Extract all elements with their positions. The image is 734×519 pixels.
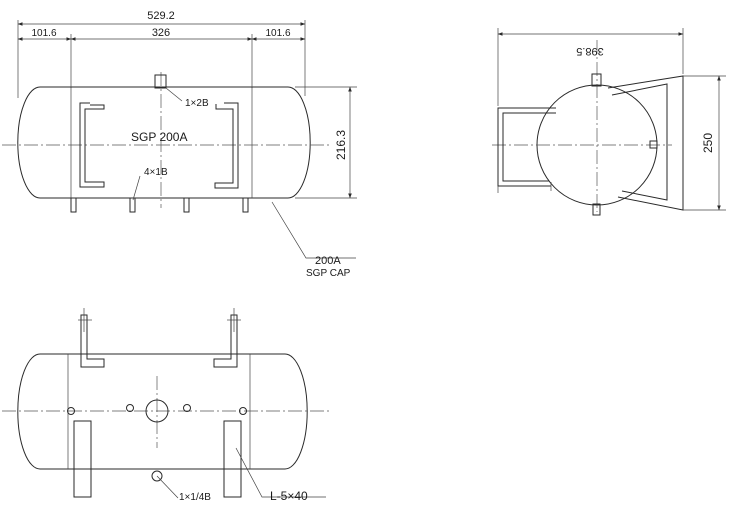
top-nozzle-leader [165,87,183,102]
angle-size-label: L-5×40 [270,489,308,503]
right-saddle-support [214,102,239,189]
overall-length-label: 529.2 [147,10,175,22]
cap-material-label: SGP CAP [306,268,351,279]
front-dimensions [17,20,357,199]
side-right-nozzle [649,140,658,149]
side-dimensions [497,28,726,211]
front-view: 529.2 101.6 326 101.6 SGP 200A 1×2B 4×1B… [2,10,357,279]
side-top-nozzle [591,73,602,87]
plan-top-nozzle [145,399,169,423]
vessel-shell-outline [17,86,311,199]
angle-leader-line [235,447,326,498]
side-width-label: 398.5 [576,45,604,57]
cap-leader-line [271,201,356,259]
plan-left-upper-bracket [80,314,105,368]
bottom-nozzles [70,197,249,213]
bottom-nozzles-label: 4×1B [144,167,168,178]
left-end-length-label: 101.6 [31,28,56,39]
right-support-frame [607,75,684,211]
plan-nozzle-dots [67,404,247,415]
side-height-label: 250 [701,133,715,153]
side-bottom-nozzle [592,203,601,216]
drain-nozzle-label: 1×1/4B [179,492,211,503]
height-dim-label: 216.3 [334,130,348,160]
plan-left-leg-plate [73,420,92,498]
plan-right-leg-plate [223,420,242,498]
left-support-bracket [497,107,556,187]
plan-right-upper-bracket [213,314,238,368]
side-view: 398.5 250 [492,28,726,216]
top-nozzle [154,74,167,89]
right-end-length-label: 101.6 [265,28,290,39]
left-saddle-support [79,102,105,188]
plan-vessel-outline [17,353,308,470]
plan-view: 1×1/4B L-5×40 [2,308,330,503]
drain-leader-line [156,475,179,499]
bottom-nozzle-leader [132,175,141,201]
shell-material-label: SGP 200A [131,130,187,144]
top-nozzle-label: 1×2B [185,98,209,109]
cap-size-label: 200A [315,255,341,267]
plan-drain-nozzle [151,470,163,482]
shell-length-label: 326 [152,27,170,39]
